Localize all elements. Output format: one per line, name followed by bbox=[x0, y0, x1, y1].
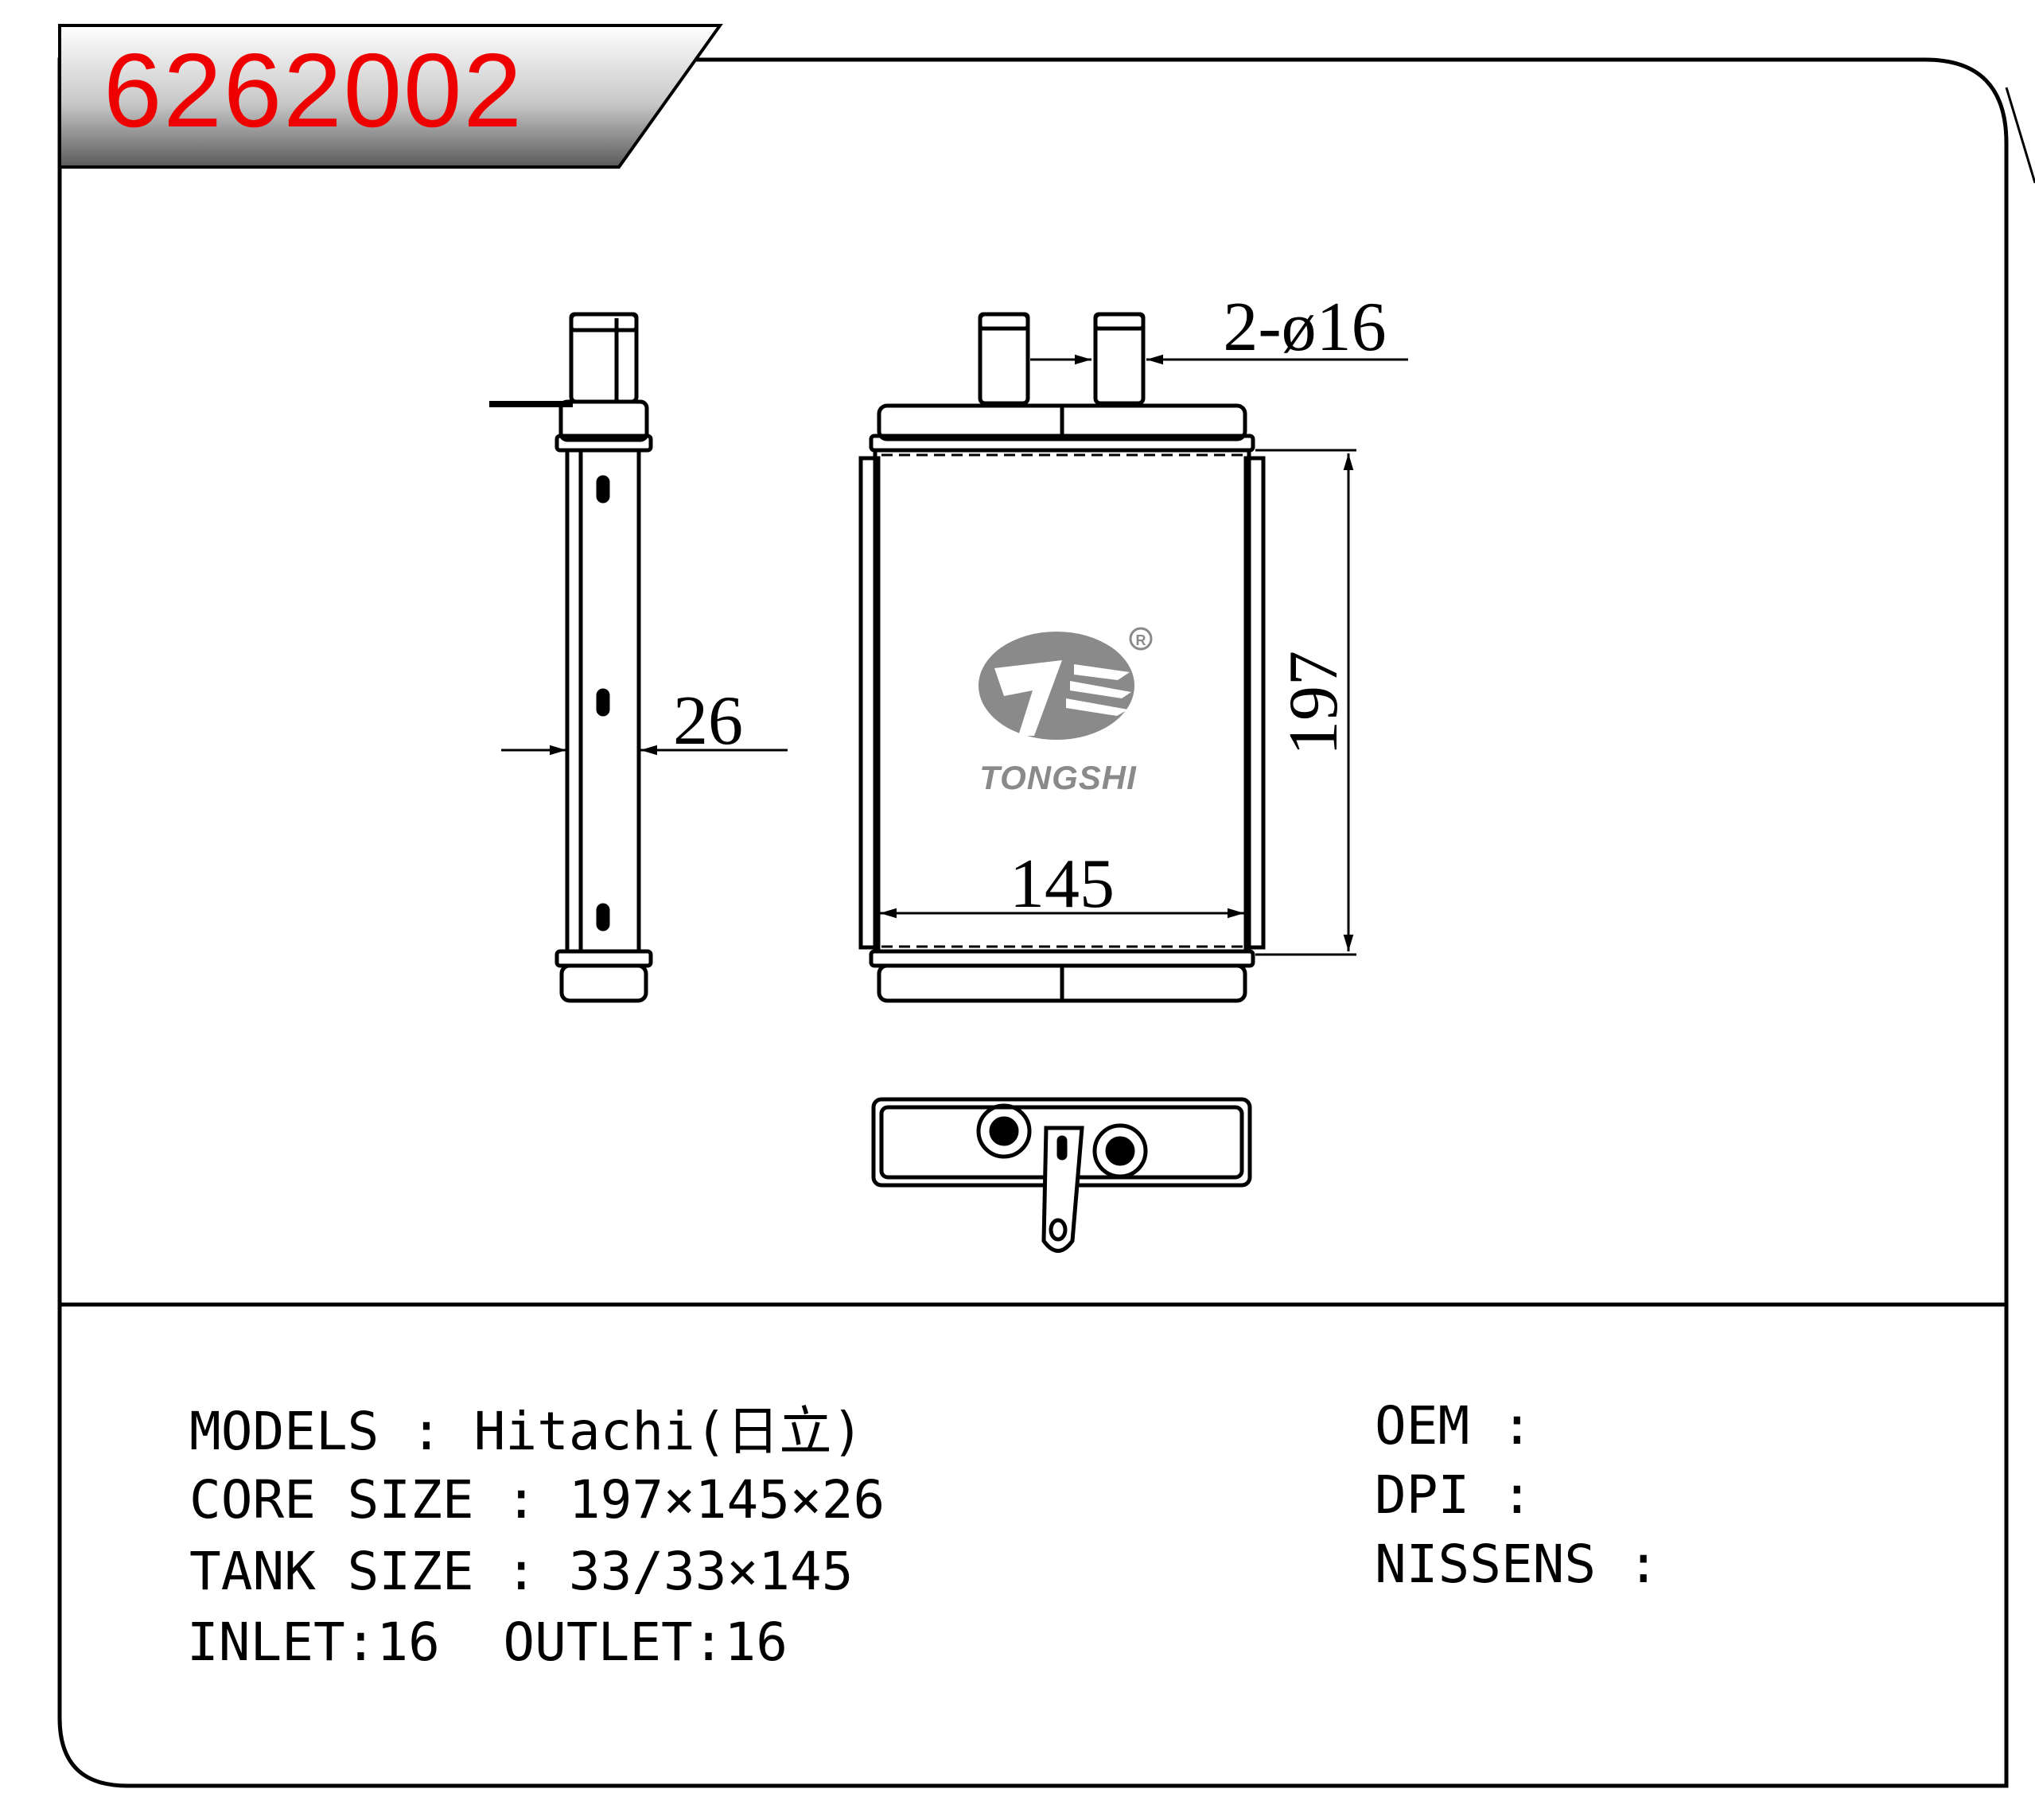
spec-models-label: MODELS bbox=[189, 1401, 379, 1462]
brand-logo: R TONGSHI bbox=[979, 627, 1153, 796]
part-number: 6262002 bbox=[103, 32, 523, 149]
spec-inlet: INLET:16 bbox=[187, 1612, 440, 1673]
side-view bbox=[489, 312, 653, 1003]
spec-outlet: OUTLET:16 bbox=[503, 1612, 788, 1673]
spec-models-value: Hitachi(日立) bbox=[473, 1401, 864, 1462]
svg-text:R: R bbox=[1136, 632, 1146, 648]
dim-thickness-label: 26 bbox=[673, 682, 743, 760]
spec-tank-size-label: TANK SIZE bbox=[189, 1541, 474, 1602]
registered-mark-icon bbox=[1129, 627, 1153, 651]
sheet-frame bbox=[57, 57, 2035, 1788]
front-view bbox=[858, 312, 1266, 1003]
spec-tank-size-value: 33/33×145 bbox=[568, 1541, 854, 1602]
logo-emblem bbox=[979, 632, 1134, 740]
logo-text: TONGSHI bbox=[979, 759, 1137, 796]
dim-height bbox=[1255, 449, 1356, 956]
spec-core-size-label: CORE SIZE bbox=[189, 1469, 474, 1530]
spec-dpi: DPI : bbox=[1375, 1464, 1533, 1526]
dim-height-label: 197 bbox=[1275, 651, 1352, 756]
spec-models: MODELS : Hitachi(日立) bbox=[189, 1401, 864, 1462]
spec-core-size-value: 197×145×26 bbox=[568, 1469, 885, 1530]
dim-width-label: 145 bbox=[1010, 846, 1115, 923]
bottom-view bbox=[871, 1097, 1252, 1253]
spec-oem: OEM : bbox=[1375, 1395, 1533, 1456]
header-banner bbox=[58, 24, 723, 169]
spec-nissens: NISSENS : bbox=[1375, 1534, 1660, 1595]
spec-oem-label: OEM bbox=[1375, 1395, 1470, 1456]
spec-tank-size: TANK SIZE : 33/33×145 bbox=[189, 1541, 854, 1602]
spec-nissens-label: NISSENS bbox=[1375, 1534, 1597, 1595]
spec-dpi-label: DPI bbox=[1375, 1464, 1470, 1526]
dim-pipe-label: 2-ø16 bbox=[1223, 289, 1386, 366]
spec-core-size: CORE SIZE : 197×145×26 bbox=[189, 1469, 885, 1530]
spec-ports: INLET:16 OUTLET:16 bbox=[187, 1616, 788, 1669]
